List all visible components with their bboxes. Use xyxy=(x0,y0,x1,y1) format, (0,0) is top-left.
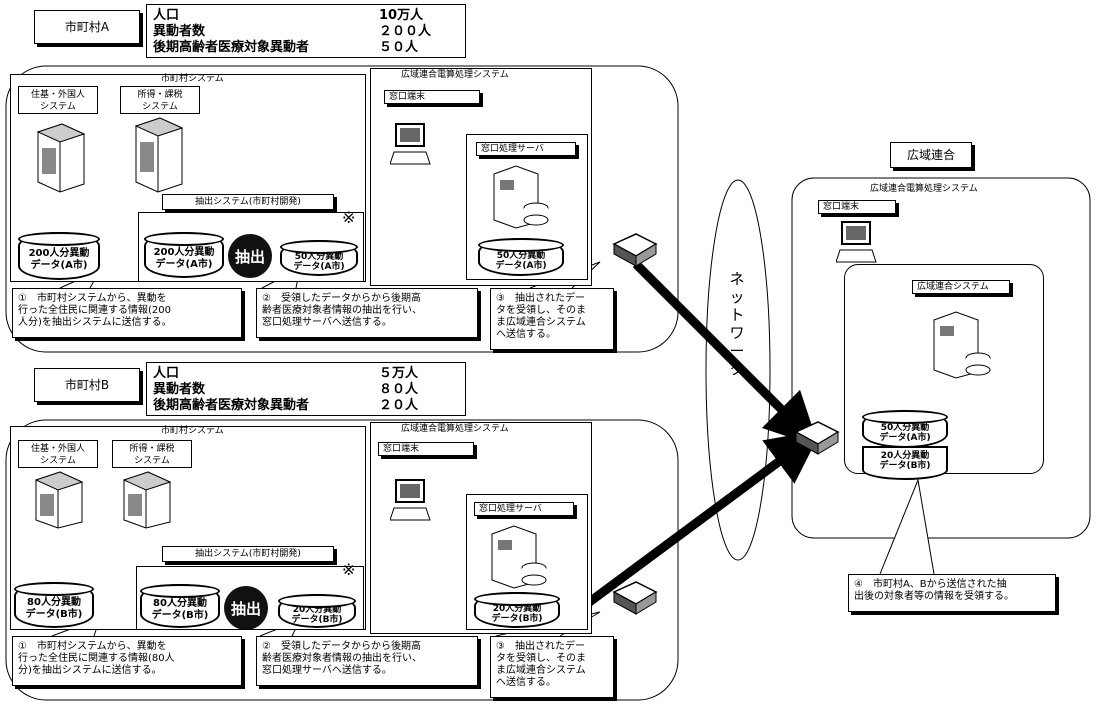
db-b-window-server: 20人分異動 データ(B市) xyxy=(474,592,560,628)
shotoku-system-label: 所得・課税 システム xyxy=(120,86,200,114)
stat-label: 異動者数 xyxy=(153,382,205,397)
extract-badge: 抽出 xyxy=(228,234,272,278)
extract-badge: 抽出 xyxy=(224,586,268,630)
db-a-all-records: 200人分異動 データ(A市) xyxy=(18,232,100,280)
arrow-b-to-union xyxy=(576,446,800,612)
municipality-b-stats: 人口 ５万人 異動者数 ８０人 後期高齢者医療対象異動者 ２０人 xyxy=(146,362,466,416)
union-name: 広域連合 xyxy=(890,142,972,168)
stat-label: 後期高齢者医療対象異動者 xyxy=(153,40,309,55)
municipality-b-name: 市町村B xyxy=(34,368,140,402)
stat-value: ５万人 xyxy=(379,366,418,381)
callout-b-step1: ① 市町村システムから、異動を 行った全住民に関連する情報(80人 分)を抽出シ… xyxy=(12,636,242,686)
pointer-union-note xyxy=(880,480,934,574)
system-title: 市町村システム xyxy=(161,74,224,85)
callout-b-step2: ② 受領したデータからから後期高 齢者医療対象者情報の抽出を行い、 窓口処理サー… xyxy=(256,636,478,686)
note-mark: ※ xyxy=(342,560,355,579)
stat-value: ８０人 xyxy=(379,382,418,397)
regional-system-title: 広域連合電算処理システム xyxy=(401,70,509,81)
juki-system-label: 住基・外国人 システム xyxy=(18,86,98,114)
pc-terminal-icon xyxy=(390,120,434,170)
db-a-extract-output: 50人分異動 データ(A市) xyxy=(280,240,358,276)
callout-a-step2: ② 受領したデータからから後期高 齢者医療対象者情報の抽出を行い、 窓口処理サー… xyxy=(256,288,478,338)
extraction-system-label: 抽出システム(市町村開発) xyxy=(162,546,334,562)
callout-union-step4: ④ 市町村A、Bから送信された抽 出後の対象者等の情報を受領する。 xyxy=(848,574,1056,612)
server-icon xyxy=(488,524,550,590)
db-a-window-server: 50人分異動 データ(A市) xyxy=(478,238,564,276)
window-server-label: 窓口処理サーバ xyxy=(474,502,574,516)
stat-value: ５０人 xyxy=(379,40,418,55)
note-mark: ※ xyxy=(342,208,355,227)
extraction-system-label: 抽出システム(市町村開発) xyxy=(162,194,334,210)
union-system-title: 広域連合電算処理システム xyxy=(870,184,978,195)
municipality-a-name: 市町村A xyxy=(34,10,140,44)
network-label: ネットワーク xyxy=(726,270,748,378)
callout-a-step3: ③ 抽出されたデー タを受領し、そのま ま広域連合システム へ送信する。 xyxy=(490,288,614,350)
terminal-label: 窓口端末 xyxy=(378,442,474,456)
municipality-a-stats: 人口 10万人 異動者数 ２００人 後期高齢者医療対象異動者 ５０人 xyxy=(146,4,466,58)
window-server-label: 窓口処理サーバ xyxy=(476,142,576,156)
router-icon xyxy=(614,234,656,266)
db-b-extract-output: 20人分異動 データ(B市) xyxy=(278,594,356,628)
shotoku-system-label: 所得・課税 システム xyxy=(112,440,192,468)
db-a-extract-input: 200人分異動 データ(A市) xyxy=(144,232,224,278)
server-icon xyxy=(490,164,552,230)
union-system-label: 広域連合システム xyxy=(912,280,1010,294)
pc-terminal-icon xyxy=(836,218,880,268)
stat-label: 後期高齢者医療対象異動者 xyxy=(153,398,309,413)
terminal-label: 窓口端末 xyxy=(384,90,480,104)
system-title: 市町村システム xyxy=(161,426,224,437)
db-b-all-records: 80人分異動 データ(B市) xyxy=(14,582,94,628)
callout-a-step1: ① 市町村システムから、異動を 行った全住民に関連する情報(200 人分)を抽出… xyxy=(12,288,242,338)
server-icon xyxy=(28,470,88,530)
union-db-a: 50人分異動 データ(A市) xyxy=(862,410,948,448)
stat-label: 人口 xyxy=(153,8,179,23)
juki-system-label: 住基・外国人 システム xyxy=(18,440,98,468)
union-db-b: 20人分異動 データ(B市) xyxy=(862,446,948,480)
server-icon xyxy=(30,120,90,194)
server-icon xyxy=(128,114,188,194)
router-icon xyxy=(614,582,656,614)
callout-b-step3: ③ 抽出されたデー タを受領し、そのま ま広域連合システム へ送信する。 xyxy=(490,636,614,698)
server-icon xyxy=(930,310,992,380)
stat-value: ２０人 xyxy=(379,398,418,413)
regional-system-title: 広域連合電算処理システム xyxy=(401,424,509,435)
stat-label: 異動者数 xyxy=(153,24,205,39)
union-terminal-label: 窓口端末 xyxy=(818,200,896,214)
stat-value: ２００人 xyxy=(379,24,431,39)
stat-label: 人口 xyxy=(153,366,179,381)
db-b-extract-input: 80人分異動 データ(B市) xyxy=(140,584,220,628)
stat-value: 10万人 xyxy=(379,8,423,23)
server-icon xyxy=(116,470,176,530)
arrow-a-to-union xyxy=(636,264,800,428)
pc-terminal-icon xyxy=(390,476,434,526)
